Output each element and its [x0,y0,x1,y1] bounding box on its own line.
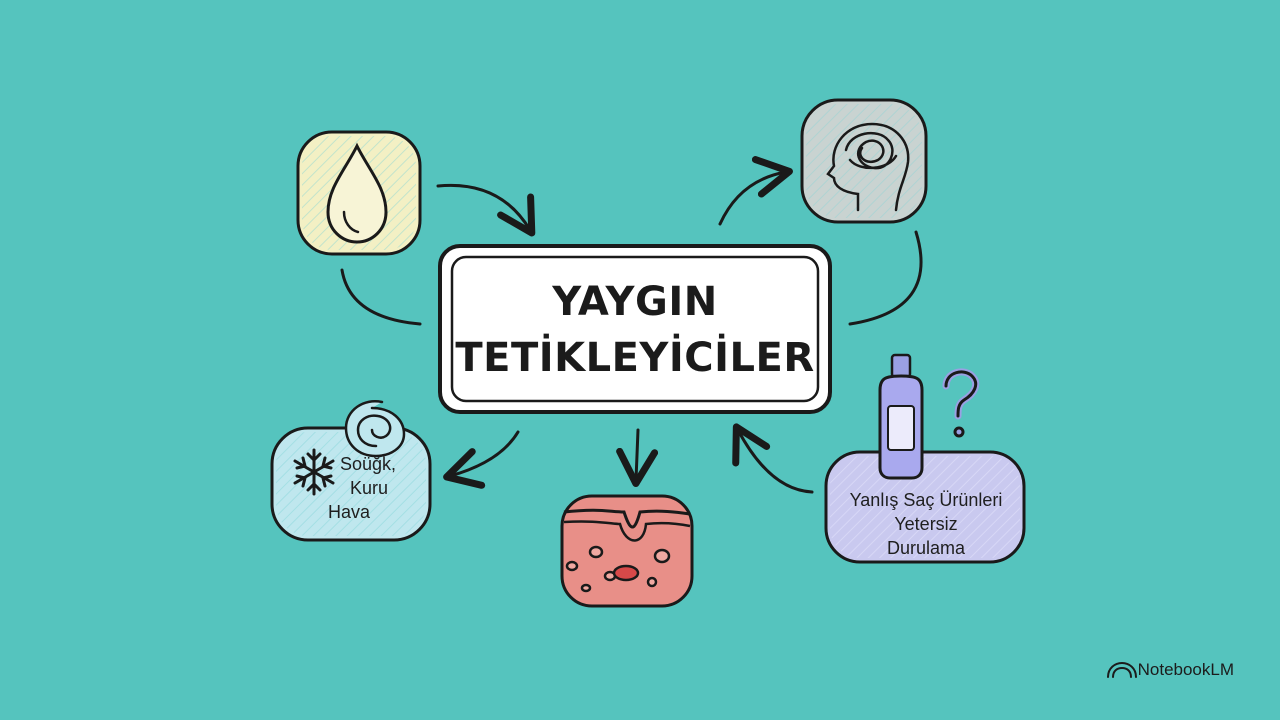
center-title-line-1: YAYGIN [552,279,718,325]
hair-products-label-line-1: Yanlış Saç Ürünleri [849,490,1003,510]
skin-layer-icon [563,508,691,593]
stress-card [800,98,928,224]
swirl-icon [344,399,406,458]
water-drop-icon [326,142,388,244]
connector-lines [340,156,923,494]
cold-air-label-line-3: Hava [328,502,371,522]
notebooklm-logo-icon [1107,661,1137,678]
cold-air-card [270,399,432,542]
cold-air-label-line-1: Soüğk, [340,454,397,474]
hair-products-label-line-2: Yetersiz [894,514,958,534]
hair-products-label-line-3: Durulama [886,538,966,558]
center-title: YAYGIN TETİKLEYİCİLER [440,245,830,415]
cold-air-label: Soüğk, Kuru Hava [328,452,420,524]
hair-products-label: Yanlış Saç Ürünleri Yetersiz Durulama [828,488,1024,560]
center-title-line-2: TETİKLEYİCİLER [455,335,815,381]
brand-watermark: NotebookLM [1138,660,1234,680]
skin-card [560,494,694,608]
water-drop-card [296,130,422,256]
cold-air-label-line-2: Kuru [350,478,389,498]
center-box [438,244,832,414]
question-mark-icon [942,368,980,438]
shampoo-bottle-icon [878,353,924,480]
stressed-head-icon [826,122,910,212]
snowflake-icon [293,448,335,496]
hair-products-card [824,353,1026,564]
brand-name: NotebookLM [1137,660,1234,679]
